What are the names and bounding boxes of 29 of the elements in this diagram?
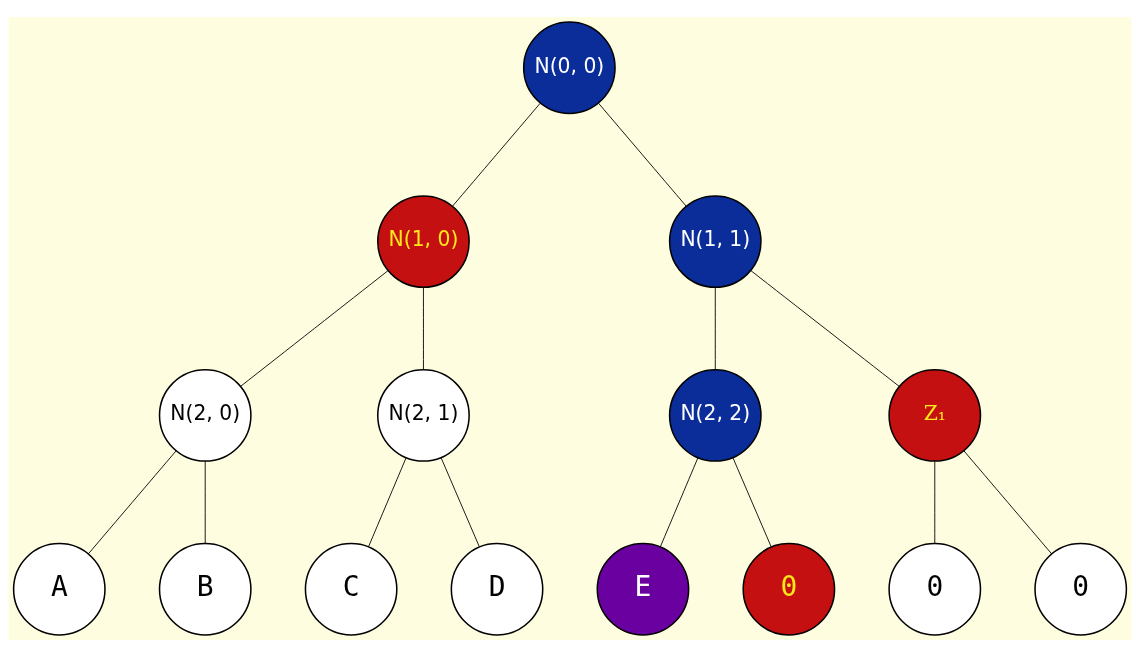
- node-circle: B: [158, 542, 252, 636]
- node-circle: N(2, 2): [668, 368, 762, 462]
- connector: [750, 269, 900, 387]
- connector: [423, 286, 424, 370]
- connector: [934, 460, 936, 543]
- node-circle: 0: [742, 542, 836, 636]
- node-circle: N(2, 1): [377, 368, 470, 462]
- node-circle: N(0, 0): [522, 20, 616, 114]
- node-circle: 0: [1034, 542, 1128, 636]
- node-circle: N(1, 0): [377, 194, 470, 288]
- connector: [204, 460, 206, 543]
- node-circle: Z₁: [888, 368, 982, 462]
- connector: [368, 456, 407, 547]
- connector: [440, 456, 480, 547]
- node-circle: N(1, 1): [668, 194, 762, 288]
- connector: [452, 102, 541, 207]
- connector: [659, 456, 699, 547]
- node-circle: A: [12, 542, 106, 636]
- connector: [240, 269, 389, 387]
- connector: [963, 450, 1053, 554]
- node-circle: 0: [888, 542, 982, 636]
- node-circle: D: [450, 542, 544, 636]
- connector: [87, 450, 177, 554]
- connector: [732, 456, 772, 547]
- connector: [598, 102, 687, 207]
- connector: [714, 286, 716, 370]
- node-circle: E: [596, 542, 690, 636]
- node-circle: C: [304, 542, 398, 636]
- node-circle: N(2, 0): [158, 368, 252, 462]
